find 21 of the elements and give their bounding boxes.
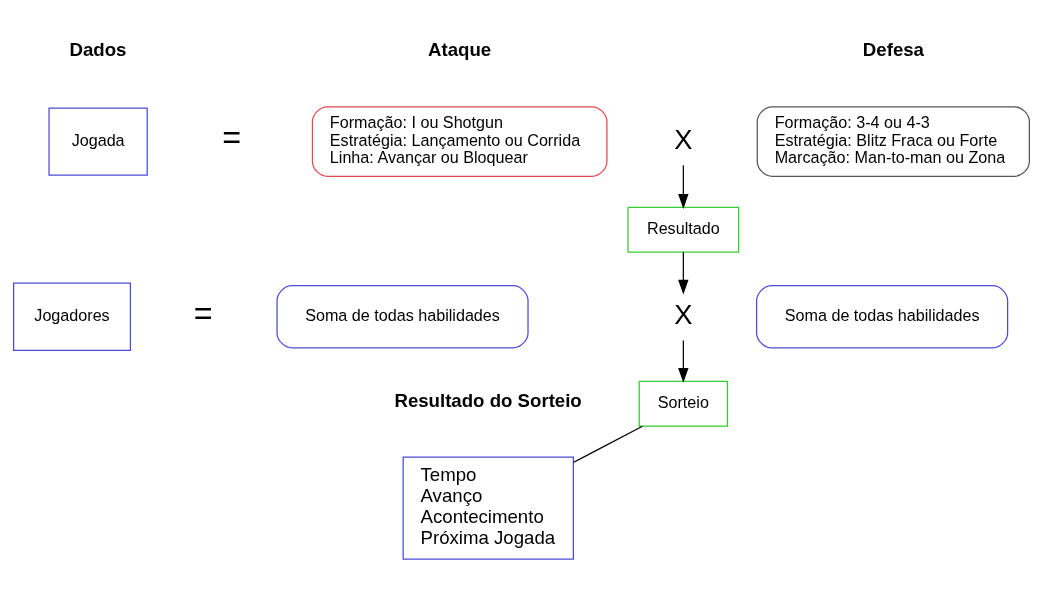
label: Ataque [428,38,492,60]
node-box: Jogada [48,106,148,176]
node-box: Formação: I ou Shotgun Estratégia: Lançamento ou Corrida Linha: Avançar ou Bloquear [311,105,608,177]
arrow [678,164,689,209]
node-box: Jogadores [13,282,132,351]
node-text: X [674,123,693,155]
node-box: Soma de todas habilidades [756,284,1009,348]
node-box: Tempo Avanço Acontecimento Próxima Jogada [402,456,574,560]
label: Defesa [862,38,924,60]
node-label: Resultado do Sorteio [394,389,582,411]
label: Dados [69,38,127,60]
node-box: Resultado [627,206,740,253]
arrow [678,339,689,383]
node-box: Sorteio [638,380,729,427]
node-box: Formação: 3-4 ou 4-3 Estratégia: Blitz Fraca ou Forte Marcação: Man-to-man ou Zona [756,105,1030,177]
arrow [678,251,689,295]
label: = [222,119,242,156]
label: = [193,295,213,332]
node-box: Soma de todas habilidades [276,284,529,348]
connector [573,425,644,463]
node-text: X [674,298,693,330]
